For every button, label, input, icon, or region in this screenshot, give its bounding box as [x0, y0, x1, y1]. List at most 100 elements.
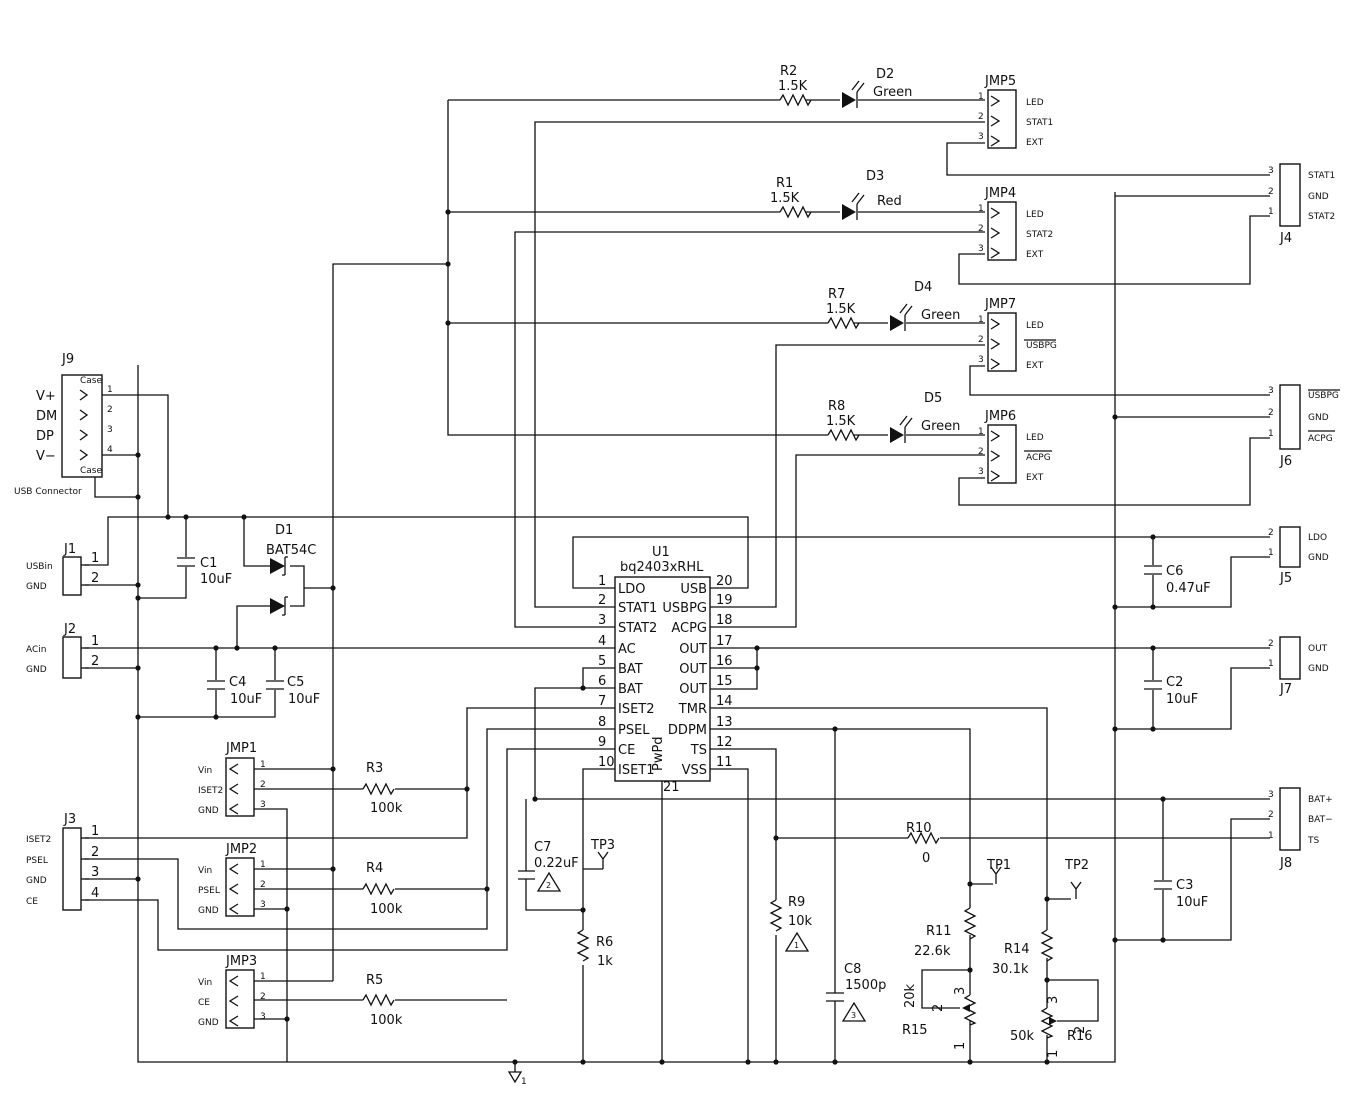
- resistor-ref: R4: [366, 861, 383, 876]
- ic-pad-label: PwPd: [651, 736, 666, 771]
- ic-pin-name: ISET2: [618, 702, 655, 717]
- resistor-ref: R10: [906, 821, 932, 836]
- led-ref: D3: [866, 169, 884, 184]
- jumper-body: [225, 757, 255, 817]
- ic-pin-number: 13: [716, 715, 733, 730]
- resistor-value: 1.5K: [826, 302, 856, 317]
- resistor-ref: R3: [366, 761, 383, 776]
- capacitor-value: 0.22uF: [534, 856, 579, 871]
- ic-pin-name: AC: [618, 642, 636, 657]
- jumper-contact: [228, 883, 239, 895]
- jumper-ref: JMP2: [225, 842, 257, 857]
- connector-ref: J6: [1279, 454, 1292, 469]
- note-triangle: [536, 871, 562, 892]
- capacitor-plates: [1144, 565, 1162, 575]
- jumper-pin: 3: [260, 1012, 266, 1022]
- resistor-ref: R14: [1004, 942, 1030, 957]
- resistor-body: [362, 993, 395, 1007]
- connector-label: USBin: [26, 562, 53, 572]
- jumper-contact: [228, 783, 239, 795]
- resistor-body: [362, 782, 395, 796]
- resistor-body: [827, 428, 860, 442]
- connector-label: GND: [26, 876, 47, 886]
- ic-pin-name: ISET1: [618, 763, 655, 778]
- resistor-body: [963, 907, 977, 940]
- usb-signal-name: V+: [36, 389, 56, 404]
- connector-pin: 2: [91, 571, 99, 586]
- connector-pin: 2: [1268, 408, 1274, 418]
- resistor-ref: R1: [776, 176, 793, 191]
- overbars: [1024, 339, 1340, 452]
- capacitor-plates: [826, 992, 844, 1002]
- connector-body: [1279, 636, 1301, 680]
- jumper-label: EXT: [1026, 138, 1044, 148]
- capacitor-plates: [266, 680, 284, 690]
- ic-pin-name: STAT1: [618, 601, 657, 616]
- jumper-contact: [990, 450, 1001, 462]
- led-ref: D5: [924, 391, 942, 406]
- ground-label: 1: [521, 1077, 527, 1087]
- jumper-contact: [228, 995, 239, 1007]
- connector-body: [62, 636, 82, 679]
- ic-pin-name: OUT: [679, 642, 707, 657]
- connector-ref: J5: [1279, 571, 1292, 586]
- connector-pin: 1: [91, 824, 99, 839]
- pot-pin: 3: [1046, 996, 1061, 1004]
- ic-part: bq2403xRHL: [620, 560, 704, 575]
- note-triangle: [841, 1001, 867, 1022]
- jumper-pin: 1: [260, 760, 266, 770]
- jumper-contact: [990, 358, 1001, 370]
- jumper-pin: 3: [978, 467, 984, 477]
- capacitor-ref: C8: [844, 962, 861, 977]
- jumper-pin: 2: [260, 992, 266, 1002]
- connector-body: [1279, 384, 1301, 450]
- resistor-ref: R6: [596, 935, 613, 950]
- jumper-pin: 3: [978, 355, 984, 365]
- ic-pin-number: 8: [598, 715, 606, 730]
- jumper-contact: [990, 115, 1001, 127]
- connector-pin: 2: [1268, 187, 1274, 197]
- led-color: Green: [873, 85, 912, 100]
- resistor-ref: R5: [366, 973, 383, 988]
- connector-body: [62, 556, 82, 596]
- jumper-ref: JMP1: [225, 741, 257, 756]
- ic-pin-number: 9: [598, 735, 606, 750]
- connector-label: BAT+: [1308, 795, 1333, 805]
- led-rays: [899, 415, 913, 428]
- connector-pin: 3: [1268, 386, 1274, 396]
- ic-pin-number: 17: [716, 634, 733, 649]
- jumper-body: [987, 312, 1017, 372]
- connector-ref: J7: [1279, 682, 1292, 697]
- pot-ref: R16: [1067, 1029, 1093, 1044]
- jumper-contact: [990, 470, 1001, 482]
- ic-pin-name: OUT: [679, 662, 707, 677]
- connector-pin: 1: [1268, 659, 1274, 669]
- jumper-label: CE: [198, 998, 210, 1008]
- capacitor: C70.22uF: [518, 840, 579, 880]
- ic-pin-name: USBPG: [662, 601, 707, 616]
- ic-pin-number: 11: [716, 755, 733, 770]
- resistor-value: 0: [922, 851, 930, 866]
- capacitor-value: 10uF: [230, 692, 262, 707]
- jumper-label: GND: [198, 1018, 219, 1028]
- ic-pin-number: 18: [716, 613, 733, 628]
- diode-d1: D1 BAT54C: [266, 523, 316, 616]
- usb-pin-number: 2: [107, 405, 113, 415]
- jumper-contact: [228, 763, 239, 775]
- jumper-pin: 1: [978, 315, 984, 325]
- ic-pin-name: TMR: [678, 702, 707, 717]
- ic-pin-name: STAT2: [618, 621, 657, 636]
- ic-pin-number: 16: [716, 654, 733, 669]
- ic-pin-number: 5: [598, 654, 606, 669]
- usb-signal-name: DP: [36, 429, 54, 444]
- ic-pin-number: 2: [598, 593, 606, 608]
- led-color: Red: [877, 194, 902, 209]
